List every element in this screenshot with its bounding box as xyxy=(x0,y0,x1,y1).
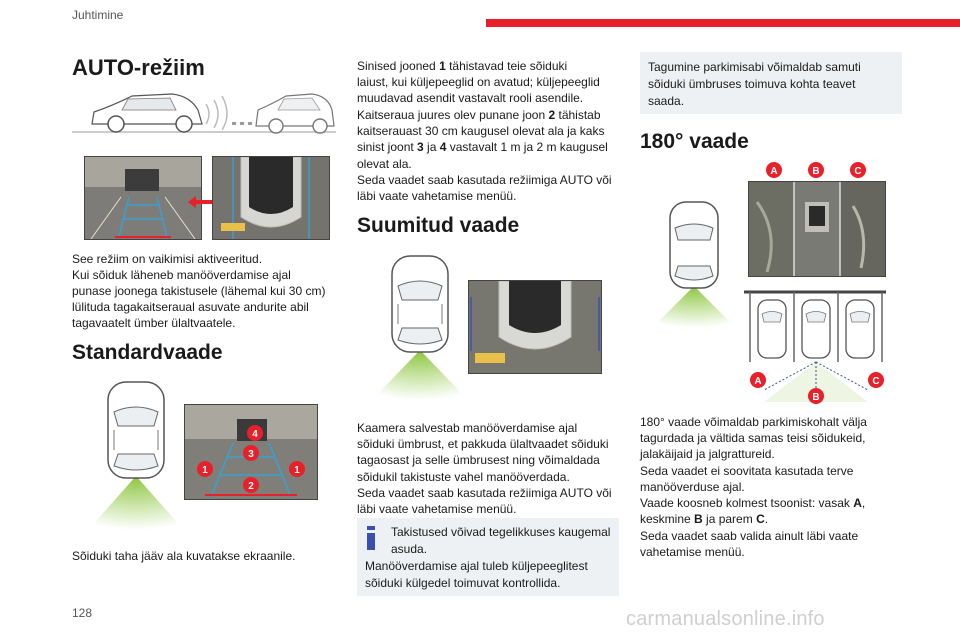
zone-callouts-bottom: A B C xyxy=(750,372,884,404)
view-180-screen xyxy=(748,181,886,277)
standard-view-title: Standardvaade xyxy=(72,341,223,364)
parking-assist-note-box: Tagumine parkimisabi võimaldab samuti sõ… xyxy=(640,52,902,114)
lines-text-line: muudavad asendit vastavalt rooli asendil… xyxy=(357,91,584,105)
note-line: Takistused võivad tegelikkuses kaugemal xyxy=(391,525,611,539)
svg-text:2: 2 xyxy=(248,481,254,492)
car-top-view-illustration xyxy=(652,201,736,328)
lines-text-line: sinist joont 3 ja 4 vastavalt 1 m ja 2 m… xyxy=(357,140,608,154)
note-line: Tagumine parkimisabi võimaldab samuti xyxy=(648,60,861,74)
zoomed-view-screen xyxy=(468,280,602,374)
standard-view-description: Sõiduki taha jääv ala kuvatakse ekraanil… xyxy=(72,549,296,563)
svg-text:C: C xyxy=(872,376,879,387)
text-180-line: Seda vaadet ei soovitata kasutada terve xyxy=(640,464,854,478)
parking-spaces-diagram xyxy=(744,290,886,402)
callout-4: 4 xyxy=(247,425,263,441)
zoom-text-line: Seda vaadet saab kasutada režiimiga AUTO… xyxy=(357,486,612,500)
callout-1-right: 1 xyxy=(289,461,305,477)
header-accent-bar xyxy=(486,19,960,27)
lines-text-line: läbi vaate vahetamise menüü. xyxy=(357,189,517,203)
auto-text-line: tagavaatelt ümber ülaltvaatele. xyxy=(72,316,236,330)
svg-text:4: 4 xyxy=(252,429,258,440)
lines-text-line: Kaitseraua juures olev punane joon 2 täh… xyxy=(357,108,601,122)
callout-a: A xyxy=(766,162,782,178)
chapter-title: Juhtimine xyxy=(72,8,124,22)
lines-text-line: Sinised jooned 1 tähistavad teie sõiduki xyxy=(357,59,568,73)
lines-text-line: olevat ala. xyxy=(357,157,412,171)
auto-mode-title: AUTO-režiim xyxy=(72,55,205,80)
lines-text-line: laiust, kui küljepeeglid on avatud; külj… xyxy=(357,75,600,89)
callout-b: B xyxy=(808,162,824,178)
text-180-line: Seda vaadet saab valida ainult läbi vaat… xyxy=(640,529,859,543)
svg-text:1: 1 xyxy=(202,465,208,476)
top-view-screen xyxy=(212,156,330,240)
zoom-text-line: läbi vaate vahetamise menüü. xyxy=(357,502,517,516)
zoom-text-line: sõidukil takistuste vahel manööverdada. xyxy=(357,470,570,484)
text-180-line: 180° vaade võimaldab parkimiskohalt välj… xyxy=(640,415,867,429)
standard-view-screen: 4 3 1 1 2 xyxy=(184,404,318,500)
svg-text:A: A xyxy=(770,166,777,177)
callout-3: 3 xyxy=(243,445,259,461)
text-180-line: keskmine B ja parem C. xyxy=(640,512,769,526)
auto-text-line: Kui sõiduk läheneb manööverdamise ajal xyxy=(72,268,291,282)
callout-c: C xyxy=(868,372,884,388)
svg-text:A: A xyxy=(754,376,761,387)
svg-text:B: B xyxy=(812,392,819,403)
note-line: asuda. xyxy=(391,542,428,556)
page-number: 128 xyxy=(72,606,93,620)
obstacle-note-box: Takistused võivad tegelikkuses kaugemal … xyxy=(357,518,619,596)
text-180-line: Vaade koosneb kolmest tsoonist: vasak A, xyxy=(640,496,866,510)
view-180-title: 180° vaade xyxy=(640,130,749,153)
rear-camera-screen xyxy=(84,156,202,240)
text-180-line: vahetamise menüü. xyxy=(640,545,745,559)
note-line: saada. xyxy=(648,94,685,108)
note-line: Manööverdamise ajal tuleb küljepeeglites… xyxy=(365,559,588,573)
auto-mode-side-illustration xyxy=(72,93,336,134)
switch-arrow-icon xyxy=(188,196,228,208)
callout-c: C xyxy=(850,162,866,178)
auto-text-line: punase joonega takistusele (lähemal kui … xyxy=(72,284,326,298)
note-line: sõiduki külgedel toimuvat kontrollida. xyxy=(365,576,561,590)
callout-a: A xyxy=(750,372,766,388)
text-180-line: jalakäijaid ja jalgrattureid. xyxy=(640,447,775,461)
zoom-text-line: sõiduki ümbrust, et pakkuda ülaltvaadet … xyxy=(357,437,609,451)
text-180-line: manööverduse ajal. xyxy=(640,480,745,494)
callout-b: B xyxy=(808,388,824,404)
svg-text:B: B xyxy=(812,166,819,177)
callout-2: 2 xyxy=(243,477,259,493)
watermark: carmanualsonline.info xyxy=(626,608,825,630)
car-top-view-illustration xyxy=(88,381,184,530)
zoom-text-line: Kaamera salvestab manööverdamise ajal xyxy=(357,421,578,435)
car-top-view-illustration xyxy=(372,255,468,400)
svg-text:3: 3 xyxy=(248,449,254,460)
zoom-text-line: tagaosast ja selle ümbrusest ning võimal… xyxy=(357,453,600,467)
svg-text:1: 1 xyxy=(294,465,300,476)
auto-text-line: See režiim on vaikimisi aktiveeritud. xyxy=(72,252,263,266)
note-line: sõiduki ümbruses toimuva kohta teavet xyxy=(648,77,856,91)
callout-1-left: 1 xyxy=(197,461,213,477)
text-180-line: tagurdada ja vältida samas teisi sõiduke… xyxy=(640,431,866,445)
auto-text-line: lülituda tagakaitseraual asuvate andurit… xyxy=(72,300,309,314)
svg-text:C: C xyxy=(854,166,861,177)
info-icon xyxy=(367,526,375,550)
zoomed-view-title: Suumitud vaade xyxy=(357,214,520,237)
zone-callouts-top: A B C xyxy=(766,162,866,178)
lines-text-line: kaitserauast 30 cm kaugusel olevat ala j… xyxy=(357,124,605,138)
lines-text-line: Seda vaadet saab kasutada režiimiga AUTO… xyxy=(357,173,612,187)
